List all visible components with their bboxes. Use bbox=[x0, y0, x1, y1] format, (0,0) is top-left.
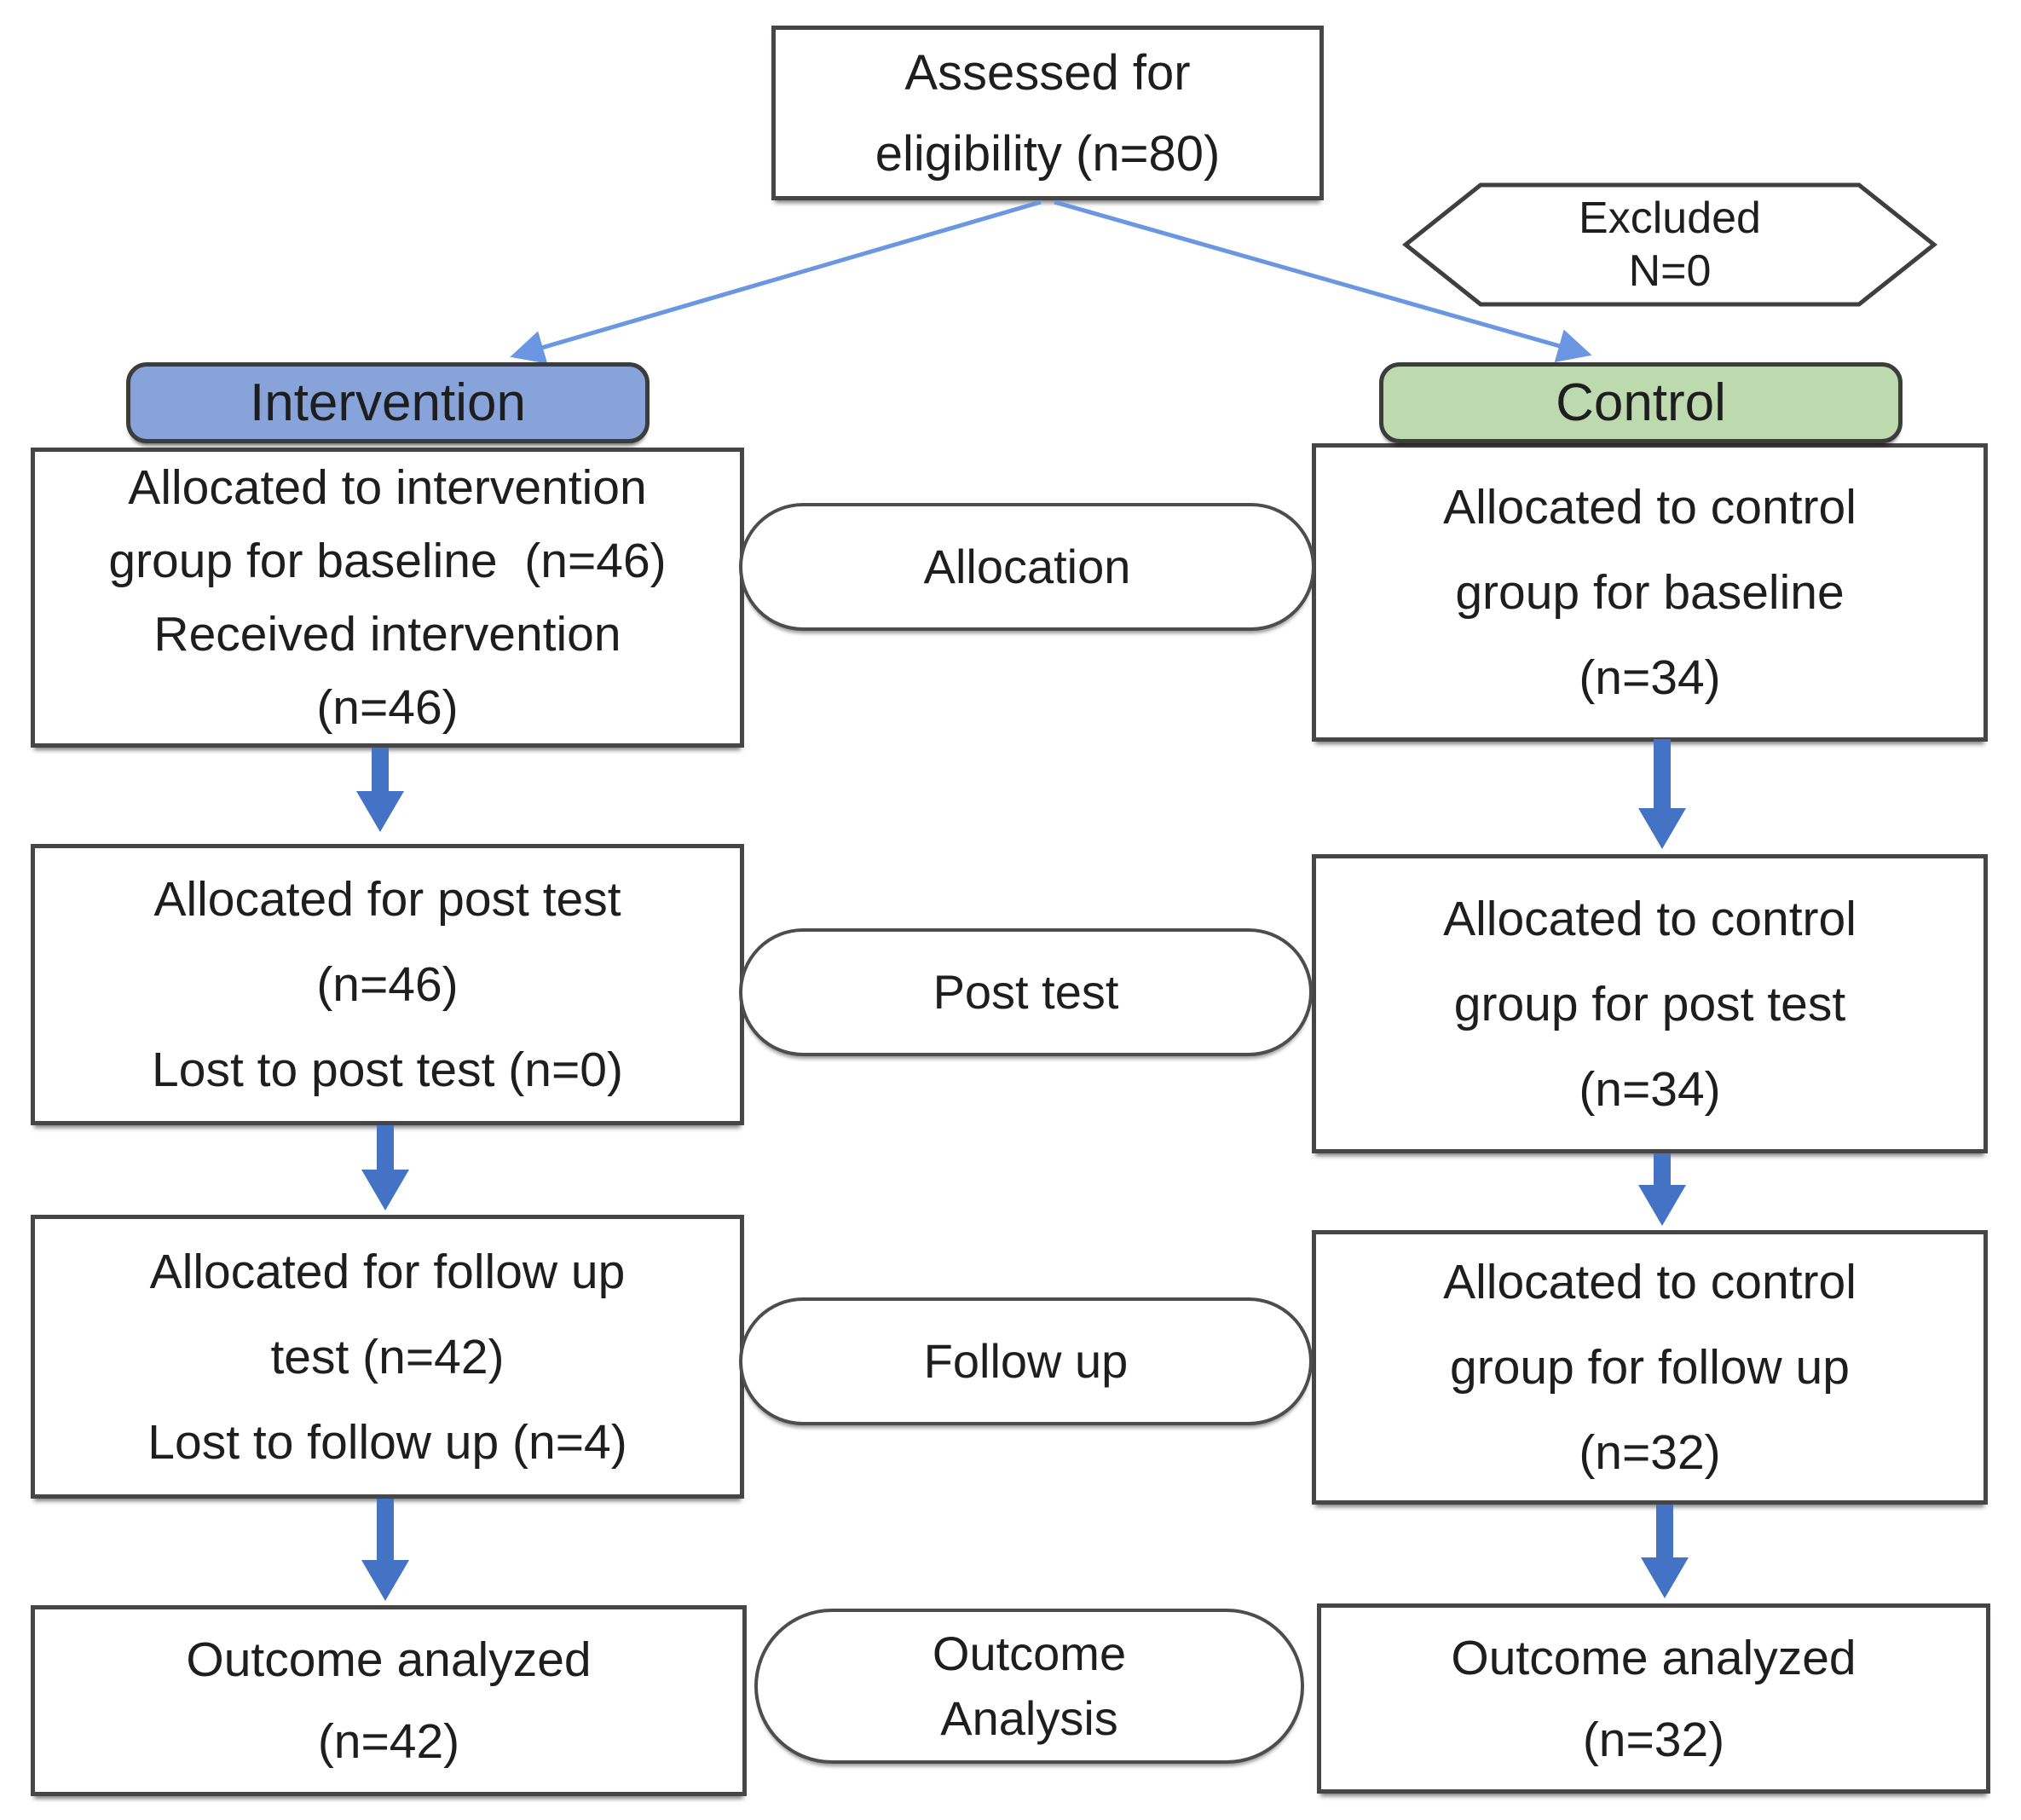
outcome-stage-line-2: Analysis bbox=[940, 1691, 1118, 1745]
posttest-stage-oval: Post test bbox=[739, 928, 1313, 1056]
eligibility-box: Assessed for eligibility (n=80) bbox=[771, 26, 1324, 200]
control-outcome-line-1: Outcome analyzed bbox=[1451, 1630, 1856, 1685]
intervention-followup-line-2: test (n=42) bbox=[270, 1329, 505, 1384]
excluded-label: Excluded N=0 bbox=[1402, 182, 1937, 308]
intervention-followup-line-3: Lost to follow up (n=4) bbox=[147, 1414, 627, 1470]
allocation-stage-oval: Allocation bbox=[739, 503, 1315, 631]
arrow-intervention-row3 bbox=[361, 1125, 409, 1210]
arrow-control-row2 bbox=[1638, 739, 1686, 849]
intervention-baseline-line-3: Received intervention bbox=[153, 607, 621, 662]
intervention-outcome-line-1: Outcome analyzed bbox=[186, 1632, 592, 1687]
intervention-baseline-line-4: (n=46) bbox=[316, 680, 459, 735]
control-posttest-line-3: (n=34) bbox=[1579, 1061, 1721, 1117]
control-baseline-line-2: group for baseline bbox=[1455, 565, 1845, 620]
control-outcome-box: Outcome analyzed (n=32) bbox=[1317, 1603, 1990, 1794]
arrow-control-row3 bbox=[1638, 1153, 1686, 1226]
arrow-control-row4 bbox=[1641, 1505, 1689, 1598]
control-baseline-box: Allocated to control group for baseline … bbox=[1312, 443, 1988, 742]
posttest-stage-label: Post test bbox=[933, 965, 1119, 1019]
intervention-posttest-line-3: Lost to post test (n=0) bbox=[152, 1043, 623, 1097]
intervention-baseline-box: Allocated to intervention group for base… bbox=[31, 448, 744, 748]
control-followup-line-1: Allocated to control bbox=[1443, 1255, 1856, 1309]
excluded-line-2: N=0 bbox=[1628, 246, 1712, 296]
intervention-followup-box: Allocated for follow up test (n=42) Lost… bbox=[31, 1215, 744, 1499]
control-baseline-line-1: Allocated to control bbox=[1443, 480, 1856, 534]
followup-stage-label: Follow up bbox=[923, 1334, 1129, 1388]
eligibility-line-2: eligibility (n=80) bbox=[875, 125, 1221, 182]
eligibility-line-1: Assessed for bbox=[904, 44, 1191, 101]
arrow-intervention-row2 bbox=[356, 748, 404, 832]
intervention-posttest-line-1: Allocated for post test bbox=[153, 872, 621, 927]
control-followup-line-2: group for follow up bbox=[1450, 1340, 1850, 1395]
arrow-intervention-row4 bbox=[361, 1499, 409, 1601]
followup-stage-oval: Follow up bbox=[739, 1297, 1313, 1425]
connector-eligibility-to-control bbox=[1054, 199, 1592, 363]
control-followup-line-3: (n=32) bbox=[1579, 1425, 1721, 1480]
intervention-header: Intervention bbox=[126, 362, 650, 443]
allocation-stage-label: Allocation bbox=[923, 540, 1131, 593]
control-outcome-line-2: (n=32) bbox=[1582, 1712, 1725, 1767]
hexagon-shape bbox=[1402, 182, 1937, 307]
control-header: Control bbox=[1379, 362, 1903, 443]
control-posttest-box: Allocated to control group for post test… bbox=[1312, 854, 1988, 1153]
control-posttest-line-1: Allocated to control bbox=[1443, 891, 1856, 946]
intervention-posttest-line-2: (n=46) bbox=[316, 957, 459, 1012]
intervention-posttest-box: Allocated for post test (n=46) Lost to p… bbox=[31, 844, 744, 1125]
control-header-label: Control bbox=[1556, 373, 1726, 432]
excluded-hexagon: Excluded N=0 bbox=[1402, 182, 1937, 308]
intervention-baseline-line-1: Allocated to intervention bbox=[128, 460, 647, 515]
control-followup-box: Allocated to control group for follow up… bbox=[1312, 1230, 1988, 1505]
connector-eligibility-to-intervention bbox=[510, 199, 1042, 364]
intervention-followup-line-1: Allocated for follow up bbox=[149, 1244, 626, 1299]
outcome-stage-line-1: Outcome bbox=[932, 1626, 1127, 1680]
intervention-outcome-line-2: (n=42) bbox=[317, 1714, 460, 1769]
outcome-analysis-stage-oval: Outcome Analysis bbox=[754, 1609, 1304, 1764]
intervention-baseline-line-2: group for baseline (n=46) bbox=[108, 534, 667, 588]
control-baseline-line-3: (n=34) bbox=[1579, 650, 1721, 705]
intervention-header-label: Intervention bbox=[250, 373, 526, 432]
excluded-line-1: Excluded bbox=[1579, 194, 1761, 243]
intervention-outcome-box: Outcome analyzed (n=42) bbox=[31, 1605, 747, 1796]
control-posttest-line-2: group for post test bbox=[1453, 976, 1846, 1031]
